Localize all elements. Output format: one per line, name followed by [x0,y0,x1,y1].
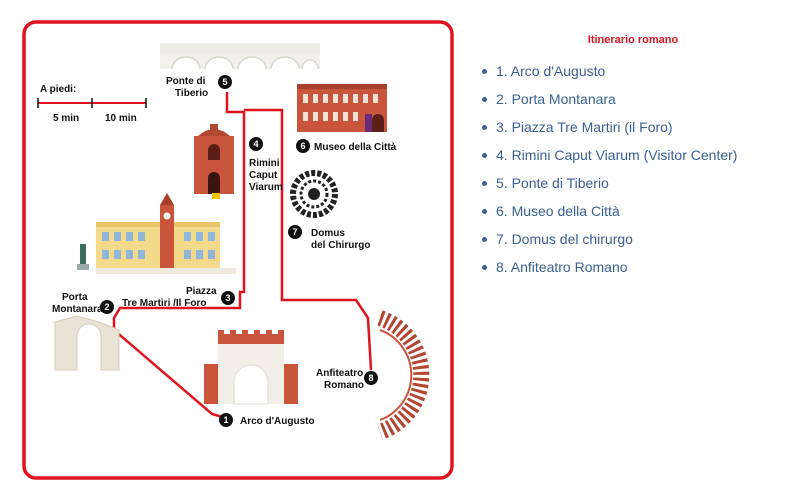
svg-text:4: 4 [253,139,258,149]
stop-label-7-line2: del Chirurgo [311,240,370,251]
walking-route [112,92,246,420]
list-item: 7. Domus del chirurgo [482,228,788,256]
itinerary-link-7[interactable]: 7. Domus del chirurgo [496,231,633,247]
stop-label-5-line1: Ponte di [166,76,206,87]
stop-label-8-line1: Anfiteatro [316,368,363,379]
stop-marker-1[interactable]: 1 Arco d'Augusto [219,413,315,427]
bullet-icon [482,181,487,186]
piazza-tre-martiri-illustration [77,193,236,274]
svg-text:5: 5 [222,77,227,87]
bullet-icon [482,265,487,270]
svg-text:3: 3 [225,293,230,303]
domus-chirurgo-illustration [290,170,338,218]
stop-marker-8[interactable]: 8 Anfiteatro Romano [316,368,378,391]
stop-label-4-line3: Viarum [249,182,283,193]
bullet-icon [482,153,487,158]
list-item: 3. Piazza Tre Martiri (il Foro) [482,116,788,144]
stop-marker-4[interactable]: 4 Rimini Caput Viarum [249,137,283,193]
stop-label-8-line2: Romano [324,380,364,391]
svg-text:2: 2 [104,302,109,312]
scale-label-5: 5 min [53,113,79,124]
bullet-icon [482,97,487,102]
stop-marker-3[interactable]: 3 Piazza Tre Martiri /Il Foro [122,286,235,309]
list-item: 2. Porta Montanara [482,88,788,116]
porta-montanara-illustration [54,315,120,371]
list-item: 1. Arco d'Augusto [482,60,788,88]
caput-viarum-illustration [194,124,234,199]
list-item: 8. Anfiteatro Romano [482,256,788,284]
stop-label-3-line2: Tre Martiri /Il Foro [122,298,206,309]
svg-text:8: 8 [368,373,373,383]
itinerary-link-5[interactable]: 5. Ponte di Tiberio [496,175,609,191]
stop-marker-2[interactable]: 2 Porta Montanara [52,292,114,315]
stop-label-3-line1: Piazza [186,286,217,297]
itinerary-link-6[interactable]: 6. Museo della Città [496,203,620,219]
bullet-icon [482,125,487,130]
svg-text:6: 6 [300,141,305,151]
itinerary-link-8[interactable]: 8. Anfiteatro Romano [496,259,628,275]
arco-augusto-illustration [204,330,298,405]
itinerary-link-1[interactable]: 1. Arco d'Augusto [496,63,606,79]
list-item: 5. Ponte di Tiberio [482,172,788,200]
map-frame [22,20,454,480]
bullet-icon [482,69,487,74]
stop-label-2-line2: Montanara [52,304,103,315]
svg-text:1: 1 [223,415,228,425]
itinerary-map: A piedi: 5 min 10 min [22,20,454,480]
itinerary-link-3[interactable]: 3. Piazza Tre Martiri (il Foro) [496,119,673,135]
stop-marker-7[interactable]: 7 Domus del Chirurgo [288,225,370,251]
itinerary-list: 1. Arco d'Augusto 2. Porta Montanara 3. … [478,60,788,284]
stop-marker-5[interactable]: 5 Ponte di Tiberio [166,75,232,99]
walking-scale: A piedi: 5 min 10 min [37,84,147,124]
stop-label-7-line1: Domus [311,228,345,239]
stop-label-6: Museo della Città [314,142,397,153]
list-item: 6. Museo della Città [482,200,788,228]
walking-route-east [244,108,373,371]
anfiteatro-illustration [377,310,430,440]
svg-text:7: 7 [292,227,297,237]
stop-label-2-line1: Porta [62,292,88,303]
museo-citta-illustration [297,84,387,132]
itinerary-link-2[interactable]: 2. Porta Montanara [496,91,616,107]
stop-label-5-line2: Tiberio [175,88,208,99]
itinerary-title: Itinerario romano [587,34,679,46]
bullet-icon [482,209,487,214]
stop-label-4-line1: Rimini [249,158,280,169]
stop-label-1: Arco d'Augusto [240,416,315,427]
list-item: 4. Rimini Caput Viarum (Visitor Center) [482,144,788,172]
scale-label-10: 10 min [105,113,137,124]
itinerary-sidebar: Itinerario romano 1. Arco d'Augusto 2. P… [478,28,788,284]
itinerary-link-4[interactable]: 4. Rimini Caput Viarum (Visitor Center) [496,147,738,163]
ponte-tiberio-illustration [160,43,320,70]
stop-label-4-line2: Caput [249,170,278,181]
bullet-icon [482,237,487,242]
scale-title: A piedi: [40,84,76,95]
stop-marker-6[interactable]: 6 Museo della Città [296,139,397,153]
